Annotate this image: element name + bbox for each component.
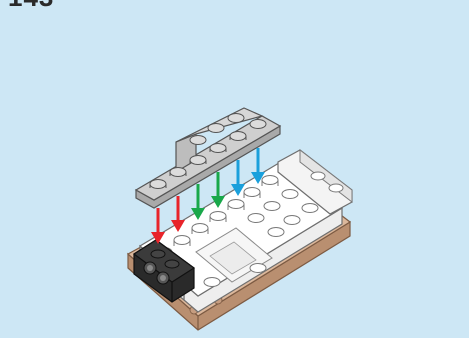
instruction-page: 143 (0, 0, 469, 338)
build-illustration (0, 0, 469, 338)
